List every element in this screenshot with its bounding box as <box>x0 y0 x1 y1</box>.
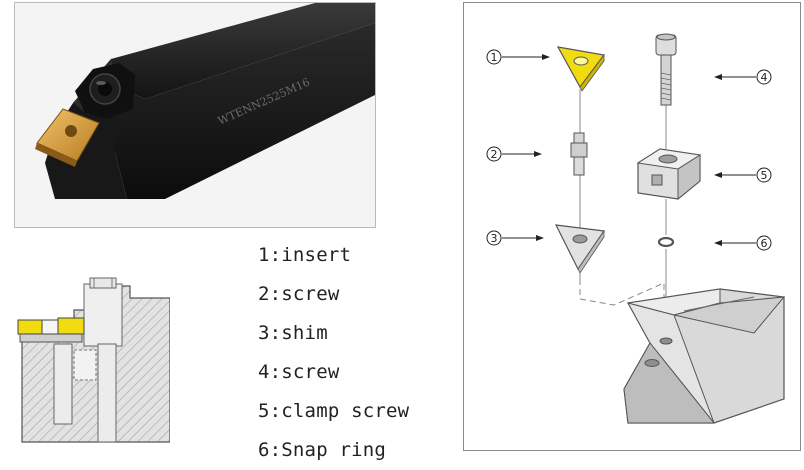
callout-2: 2 <box>486 146 542 162</box>
cross-section-drawing <box>14 258 170 444</box>
callout-2-label: 2 <box>491 148 498 161</box>
parts-legend: 1:insert 2:screw 3:shim 4:screw 5:clamp … <box>258 236 458 470</box>
legend-item-shim: 3:shim <box>258 322 328 344</box>
legend-item-screw: 2:screw <box>258 283 340 305</box>
callout-3: 3 <box>486 230 544 246</box>
callout-3-label: 3 <box>491 232 498 245</box>
tool-holder-photo: WTENN2525M16 <box>14 2 376 228</box>
callout-6: 6 <box>714 235 772 251</box>
legend-item-screw-top: 4:screw <box>258 361 340 383</box>
screw-part <box>570 132 588 176</box>
callout-1-label: 1 <box>491 51 498 64</box>
callout-4-label: 4 <box>761 71 768 84</box>
callout-6-label: 6 <box>761 237 768 250</box>
callout-5-label: 5 <box>761 169 768 182</box>
exploded-view: 1 2 3 4 5 <box>463 2 801 451</box>
legend-item-snap-ring: 6:Snap ring <box>258 439 387 461</box>
top-screw-part <box>655 33 677 106</box>
cross-section-illustration <box>17 277 170 443</box>
holder-body <box>623 288 786 424</box>
insert-part <box>556 46 606 92</box>
callout-5: 5 <box>714 167 772 183</box>
callout-4: 4 <box>714 69 772 85</box>
exploded-view-illustration: 1 2 3 4 5 <box>486 33 786 424</box>
legend-item-insert: 1:insert <box>258 244 352 266</box>
snap-ring-part <box>657 236 675 248</box>
tool-holder-illustration: WTENN2525M16 <box>35 3 375 199</box>
legend-item-clamp-screw: 5:clamp screw <box>258 400 410 422</box>
clamp-part <box>636 148 702 201</box>
shim-part <box>554 224 606 274</box>
callout-1: 1 <box>486 49 550 65</box>
